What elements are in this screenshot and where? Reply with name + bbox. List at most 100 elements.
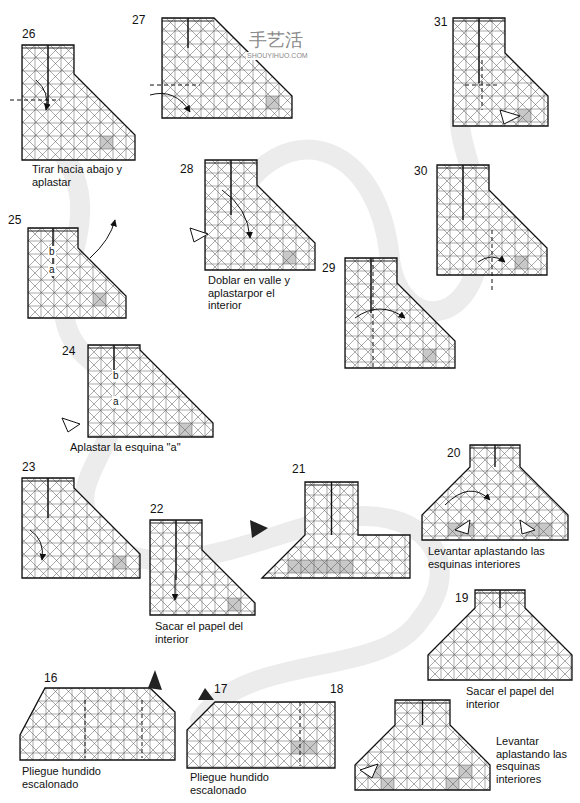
- crease-line: [457, 165, 580, 288]
- center-edge: [230, 160, 231, 215]
- crease-line: [126, 45, 127, 160]
- crease-line: [24, 45, 152, 173]
- crease-line: [423, 18, 544, 139]
- crease-line: [124, 688, 125, 760]
- crease-line: [42, 228, 145, 331]
- crease-line: [437, 178, 547, 179]
- crease-line: [353, 445, 461, 553]
- crease-line: [179, 482, 288, 591]
- crease-line: [231, 482, 340, 591]
- crease-line: [120, 228, 223, 331]
- crease-line: [0, 345, 88, 450]
- step-number: 23: [22, 461, 35, 475]
- crease-line: [514, 18, 580, 139]
- crease-line: [494, 590, 580, 693]
- crease-line: [364, 590, 467, 693]
- crease-line: [68, 520, 176, 628]
- crease-line: [428, 616, 572, 617]
- step-number: 29: [322, 262, 335, 276]
- crease-line: [300, 258, 423, 381]
- crease-line: [52, 478, 165, 591]
- crease-line: [355, 778, 490, 779]
- crease-line: [488, 18, 580, 139]
- crease-grid: [314, 165, 580, 288]
- crease-line: [330, 700, 433, 803]
- crease-line: [134, 160, 257, 283]
- crease-line: [520, 590, 580, 693]
- crease-line: [262, 508, 410, 509]
- crease-line: [166, 482, 275, 591]
- crease-line: [366, 445, 474, 553]
- crease-line: [384, 18, 505, 139]
- crease-line: [61, 478, 62, 578]
- valley-fold-line: [10, 100, 60, 101]
- crease-line: [507, 590, 580, 693]
- crease-line: [262, 560, 410, 561]
- crease-line: [39, 478, 152, 591]
- crease-line: [340, 165, 463, 288]
- crease-line: [55, 228, 158, 331]
- crease-line: [88, 371, 213, 372]
- instruction-caption: Sacar el papel del interior: [466, 685, 556, 710]
- crease-line: [146, 520, 254, 628]
- crease-line: [366, 445, 474, 553]
- crease-line: [338, 590, 441, 693]
- crease-line: [408, 700, 511, 803]
- center-edge: [187, 18, 188, 48]
- crease-line: [443, 258, 566, 381]
- crease-line: [75, 18, 188, 131]
- crease-line: [444, 445, 552, 553]
- crease-line: [301, 482, 302, 578]
- crease-line: [443, 258, 566, 381]
- crease-line: [494, 590, 580, 693]
- center-edge: [422, 700, 423, 725]
- crease-line: [225, 702, 304, 781]
- crease-line: [342, 702, 421, 781]
- crease-line: [340, 165, 463, 288]
- crease-line: [166, 482, 275, 591]
- crease-line: [408, 700, 511, 803]
- paper-fill: [453, 18, 548, 126]
- crease-line: [214, 18, 215, 118]
- crease-line: [0, 228, 54, 331]
- crease-line: [539, 445, 540, 540]
- crease-line: [98, 688, 99, 760]
- crease-line: [200, 702, 201, 768]
- sink-arrow: [198, 688, 214, 700]
- crease-line: [507, 590, 580, 693]
- crease-line: [22, 58, 135, 59]
- crease-line: [369, 700, 472, 803]
- crease-line: [417, 258, 540, 381]
- crease-line: [274, 258, 397, 381]
- crease-line: [186, 702, 265, 781]
- crease-line: [442, 590, 545, 693]
- crease-line: [371, 18, 492, 139]
- crease-line: [332, 18, 453, 139]
- crease-line: [205, 18, 318, 131]
- crease-line: [121, 160, 244, 283]
- valley-fold-line: [85, 700, 86, 758]
- crease-line: [270, 482, 379, 591]
- crease-line: [0, 688, 20, 773]
- crease-line: [355, 739, 490, 740]
- valley-fold-line: [300, 702, 301, 766]
- crease-line: [565, 445, 566, 540]
- crease-line: [561, 445, 580, 553]
- crease-line: [159, 520, 267, 628]
- crease-line: [88, 18, 201, 131]
- crease-line: [252, 702, 253, 768]
- crease-line: [342, 702, 421, 781]
- crease-line: [173, 160, 296, 283]
- crease-line: [535, 165, 580, 288]
- crease-line: [107, 228, 210, 331]
- crease-line: [9, 345, 114, 450]
- crease-line: [358, 18, 479, 139]
- step-number: 27: [132, 14, 145, 28]
- crease-line: [355, 726, 490, 727]
- valley-fold-line: [142, 700, 143, 758]
- crease-line: [0, 228, 41, 331]
- crease-line: [379, 445, 487, 553]
- crease-line: [159, 520, 267, 628]
- crease-line: [283, 482, 392, 591]
